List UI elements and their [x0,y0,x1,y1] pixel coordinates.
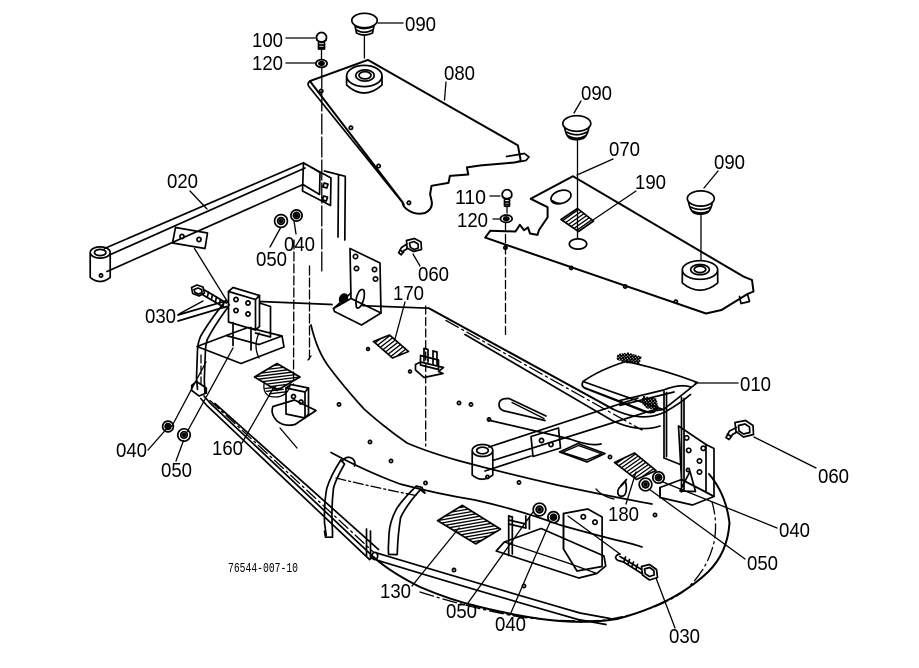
svg-text:040: 040 [284,233,315,256]
svg-text:050: 050 [161,459,192,482]
svg-text:160: 160 [212,437,243,460]
svg-text:76544-007-10: 76544-007-10 [228,561,298,577]
svg-text:010: 010 [740,373,771,396]
svg-text:120: 120 [457,209,488,232]
svg-text:030: 030 [145,305,176,328]
svg-text:110: 110 [455,186,486,209]
svg-text:060: 060 [418,263,449,286]
svg-text:060: 060 [818,465,849,488]
svg-text:050: 050 [747,552,778,575]
svg-text:130: 130 [380,580,411,603]
svg-text:020: 020 [167,170,198,193]
svg-text:040: 040 [779,519,810,542]
svg-text:190: 190 [635,171,666,194]
svg-text:050: 050 [256,248,287,271]
svg-text:040: 040 [495,613,526,636]
svg-text:170: 170 [393,282,424,305]
svg-text:040: 040 [116,439,147,462]
svg-text:080: 080 [444,62,475,85]
svg-text:090: 090 [405,13,436,36]
svg-text:120: 120 [252,52,283,75]
svg-text:100: 100 [252,29,283,52]
svg-text:070: 070 [609,138,640,161]
svg-text:030: 030 [669,625,700,648]
svg-text:180: 180 [608,503,639,526]
svg-text:090: 090 [714,151,745,174]
svg-text:090: 090 [581,82,612,105]
